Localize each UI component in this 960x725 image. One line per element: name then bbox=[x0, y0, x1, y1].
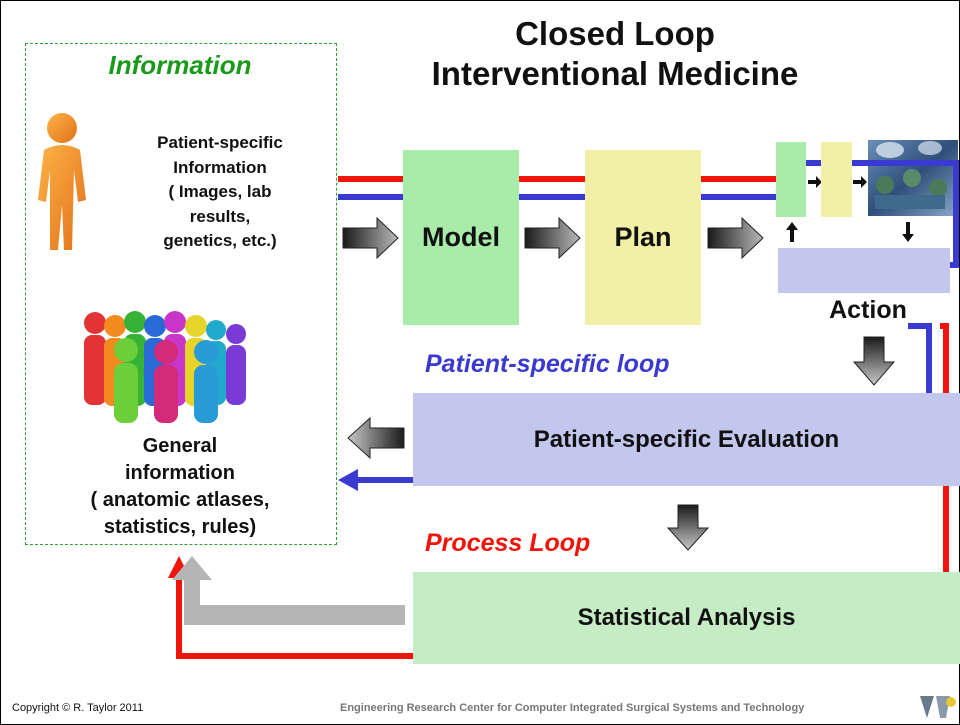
person-figure-icon bbox=[38, 113, 86, 250]
model-label: Model bbox=[422, 222, 500, 252]
action-mini-plan bbox=[821, 142, 852, 217]
mini-arrow-down bbox=[902, 222, 914, 242]
general-info-text: General information ( anatomic atlases, … bbox=[30, 433, 330, 541]
action-feedback-strip bbox=[778, 248, 950, 293]
patient-info-line-3: ( Images, lab bbox=[168, 182, 272, 201]
operating-room-photo bbox=[868, 140, 958, 216]
arrow-evaluation-to-info bbox=[347, 416, 405, 460]
erc-logo-icon bbox=[920, 696, 956, 718]
patient-info-text: Patient-specific Information ( Images, l… bbox=[120, 131, 320, 254]
statistical-label: Statistical Analysis bbox=[577, 604, 796, 631]
patient-specific-evaluation-box: Patient-specific Evaluation bbox=[413, 393, 960, 486]
arrow-action-to-evaluation bbox=[852, 336, 896, 386]
patient-info-line-2: Information bbox=[173, 157, 267, 177]
mini-arrow-up bbox=[786, 222, 798, 242]
arrow-to-plan bbox=[524, 216, 581, 260]
general-info-line-2: information bbox=[125, 462, 235, 484]
title-line-2: Interventional Medicine bbox=[431, 55, 799, 92]
general-info-line-3: ( anatomic atlases, bbox=[90, 489, 270, 511]
information-box bbox=[25, 43, 337, 545]
patient-info-line-5: genetics, etc.) bbox=[163, 231, 277, 250]
model-block: Model bbox=[403, 150, 519, 325]
general-info-line-1: General bbox=[142, 435, 218, 457]
arrow-to-action bbox=[707, 216, 764, 260]
plan-label: Plan bbox=[614, 222, 672, 252]
patient-specific-loop-label: Patient-specific loop bbox=[425, 350, 670, 378]
statistics-return-arrow bbox=[172, 556, 405, 625]
process-loop-label: Process Loop bbox=[425, 529, 591, 557]
people-group-icon bbox=[84, 311, 246, 423]
information-heading: Information bbox=[108, 50, 252, 80]
title-line-1: Closed Loop bbox=[515, 15, 715, 52]
copyright-text: Copyright © R. Taylor 2011 bbox=[12, 702, 144, 714]
mini-arrow-right-2 bbox=[853, 176, 867, 188]
statistical-analysis-box: Statistical Analysis bbox=[413, 572, 960, 664]
action-label: Action bbox=[829, 296, 907, 324]
footer-center-text: Engineering Research Center for Computer… bbox=[340, 702, 805, 714]
mini-arrow-right-1 bbox=[808, 176, 822, 188]
evaluation-label: Patient-specific Evaluation bbox=[533, 425, 840, 453]
plan-block: Plan bbox=[585, 150, 701, 325]
arrow-to-model bbox=[342, 216, 399, 260]
patient-loop-arrowhead-return bbox=[338, 469, 358, 491]
general-info-line-4: statistics, rules) bbox=[103, 516, 257, 538]
arrow-evaluation-to-statistics bbox=[666, 504, 710, 551]
slide-title: Closed Loop Interventional Medicine bbox=[395, 14, 835, 94]
patient-info-line-1: Patient-specific bbox=[157, 133, 283, 152]
patient-info-line-4: results, bbox=[189, 206, 251, 226]
action-mini-model bbox=[776, 142, 806, 217]
